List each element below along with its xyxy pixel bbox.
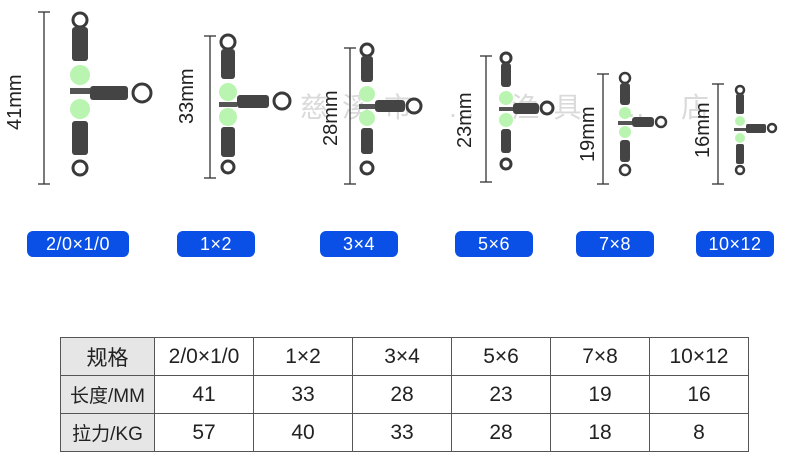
table-cell: 28 <box>451 413 551 452</box>
product-swivel-10x12: 16mm <box>680 0 800 200</box>
table-cell: 18 <box>550 413 650 452</box>
table-header-cell: 1×2 <box>253 337 353 376</box>
size-badge: 10×12 <box>696 231 774 257</box>
table-header-cell: 10×12 <box>649 337 749 376</box>
size-badge: 5×6 <box>455 231 533 257</box>
size-badge: 1×2 <box>177 231 255 257</box>
table-cell: 33 <box>352 413 452 452</box>
size-badge: 3×4 <box>320 231 398 257</box>
size-badge: 2/0×1/0 <box>27 231 129 257</box>
table-cell: 16 <box>649 375 749 414</box>
table-cell: 28 <box>352 375 452 414</box>
product-swivel-5x6: 23mm <box>450 0 580 200</box>
table-header-cell: 3×4 <box>352 337 452 376</box>
swivel-image <box>38 11 153 185</box>
table-header-cell: 规格 <box>60 337 155 376</box>
table-row-length: 长度/MM 41 33 28 23 19 16 <box>60 375 749 414</box>
table-cell: 8 <box>649 413 749 452</box>
table-header-cell: 2/0×1/0 <box>154 337 254 376</box>
table-row-label: 长度/MM <box>60 375 155 414</box>
swivel-image <box>480 51 555 183</box>
swivel-image <box>344 42 423 185</box>
table-row-label: 拉力/KG <box>60 413 155 452</box>
table-cell: 41 <box>154 375 254 414</box>
table-cell: 33 <box>253 375 353 414</box>
size-badge: 7×8 <box>576 231 654 257</box>
swivel-image <box>712 83 778 185</box>
swivel-image <box>597 71 668 185</box>
table-row-tension: 拉力/KG 57 40 33 28 18 8 <box>60 413 749 452</box>
table-cell: 23 <box>451 375 551 414</box>
table-header-cell: 5×6 <box>451 337 551 376</box>
product-swivel-2-0x1-0: 41mm <box>0 0 153 200</box>
table-cell: 40 <box>253 413 353 452</box>
product-swivel-1x2: 33mm <box>160 0 292 200</box>
product-swivel-3x4: 28mm <box>310 0 440 200</box>
table-cell: 57 <box>154 413 254 452</box>
table-header-row: 规格 2/0×1/0 1×2 3×4 5×6 7×8 10×12 <box>60 337 749 376</box>
spec-table: 规格 2/0×1/0 1×2 3×4 5×6 7×8 10×12 长度/MM 4… <box>60 337 749 452</box>
table-header-cell: 7×8 <box>550 337 650 376</box>
product-swivel-7x8: 19mm <box>573 0 703 200</box>
table-cell: 19 <box>550 375 650 414</box>
swivel-image <box>204 33 292 179</box>
